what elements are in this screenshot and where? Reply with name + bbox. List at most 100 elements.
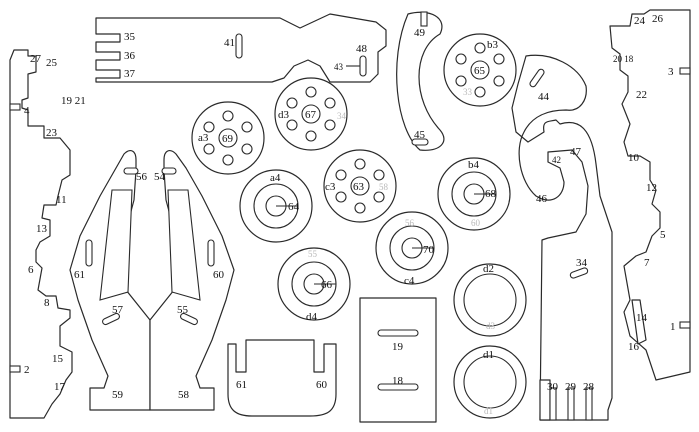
part-number-label: 7 (644, 257, 650, 269)
disc-67 (274, 77, 348, 151)
left-side-slot (9, 103, 21, 111)
left-side-piece (9, 49, 73, 419)
comb-slot (359, 55, 367, 77)
part-number-label: 58 (178, 389, 190, 401)
left-side-slot (9, 365, 21, 373)
part-number-label: 54 (154, 171, 166, 183)
frame-slot (207, 239, 215, 267)
part-number-label: 27 (30, 53, 42, 65)
crescent-piece (396, 11, 445, 151)
part-number-label: 61 (74, 269, 85, 281)
part-number-label: 28 (583, 381, 595, 393)
faint-label: 58 (379, 182, 389, 192)
part-number-label: c4 (404, 275, 415, 287)
faint-label: d3 (486, 321, 496, 331)
disc-63 (323, 149, 397, 223)
part-number-label: 3 (668, 66, 674, 78)
frame-window (99, 189, 133, 301)
part-number-label: 30 (547, 381, 559, 393)
part-number-label: 6 (28, 264, 34, 276)
frame-window (167, 189, 201, 301)
part-number-label: 68 (485, 188, 497, 200)
part-number-label: 24 (634, 15, 646, 27)
part-number-label: 19 21 (61, 95, 86, 107)
part-number-label: 55 (177, 304, 189, 316)
arm-tooth-gap (567, 387, 575, 421)
part-number-label: 36 (124, 50, 136, 62)
part-number-label: 18 (392, 375, 404, 387)
part-number-label: d3 (278, 109, 290, 121)
disc-65 (443, 33, 517, 107)
rect-plate-piece (359, 297, 437, 423)
part-number-label: 17 (54, 381, 66, 393)
frame-slot (123, 167, 139, 175)
part-number-label: 69 (222, 133, 234, 145)
frame-slot (85, 239, 93, 267)
faint-label: 34 (337, 111, 347, 121)
part-number-label: 16 (628, 341, 640, 353)
part-number-label: 19 (392, 341, 404, 353)
faint-label: d1 (484, 406, 493, 416)
arm-slot (529, 68, 545, 88)
arm-tooth-gap (549, 387, 557, 421)
part-number-label: b3 (487, 39, 499, 51)
faint-label: 60 (471, 218, 481, 228)
spiral-disc-66 (277, 247, 351, 321)
part-number-label: 1 (670, 321, 676, 333)
part-number-label: 43 (334, 62, 344, 72)
part-number-label: 67 (305, 109, 317, 121)
part-number-label: a3 (198, 132, 209, 144)
faint-label: 33 (463, 87, 473, 97)
right-side-piece (609, 9, 691, 381)
center-frame-piece (69, 150, 235, 411)
part-number-label: 61 (236, 379, 247, 391)
part-number-label: 64 (288, 201, 300, 213)
part-number-label: d2 (483, 263, 494, 275)
part-number-label: 4 (24, 105, 30, 117)
comb-hook-piece (95, 13, 387, 83)
faint-label: 55 (308, 249, 318, 259)
arm-tooth-gap (585, 387, 593, 421)
plate-slot (377, 383, 419, 391)
part-number-label: 23 (46, 127, 58, 139)
part-number-label: 48 (356, 43, 368, 55)
right-side-notch (631, 299, 647, 345)
comb-slot (235, 33, 243, 59)
part-number-label: 60 (213, 269, 225, 281)
hook-arm-piece (511, 54, 613, 421)
part-number-label: 34 (576, 257, 588, 269)
part-number-label: 13 (36, 223, 48, 235)
right-side-slot (679, 67, 691, 75)
part-number-label: 37 (124, 68, 136, 80)
part-number-label: 14 (636, 312, 648, 324)
disc-69 (191, 101, 265, 175)
part-number-label: 11 (56, 194, 67, 206)
part-number-label: 63 (353, 181, 365, 193)
part-number-label: 59 (112, 389, 124, 401)
part-number-label: 49 (414, 27, 426, 39)
spiral-disc-68 (437, 157, 511, 231)
plate-slot (377, 329, 419, 337)
part-number-label: 12 (646, 182, 657, 194)
right-side-slot (679, 321, 691, 329)
frame-slot (180, 312, 198, 326)
frame-slot (161, 167, 177, 175)
part-number-label: 5 (660, 229, 666, 241)
crescent-slot (420, 11, 428, 27)
frame-slot (102, 312, 120, 326)
part-number-label: 26 (652, 13, 664, 25)
part-number-label: 47 (570, 146, 582, 158)
arm-slot (569, 267, 589, 279)
part-number-label: d4 (306, 311, 318, 323)
base-tray-piece (227, 339, 337, 417)
part-number-label: 20 18 (613, 54, 634, 64)
ring-d1 (453, 345, 527, 419)
part-number-label: 29 (565, 381, 577, 393)
part-number-label: 45 (414, 129, 426, 141)
part-number-label: c3 (325, 181, 336, 193)
part-number-label: d1 (483, 349, 494, 361)
part-number-label: 46 (536, 193, 548, 205)
part-number-label: 65 (474, 65, 486, 77)
crescent-slot (411, 138, 429, 146)
